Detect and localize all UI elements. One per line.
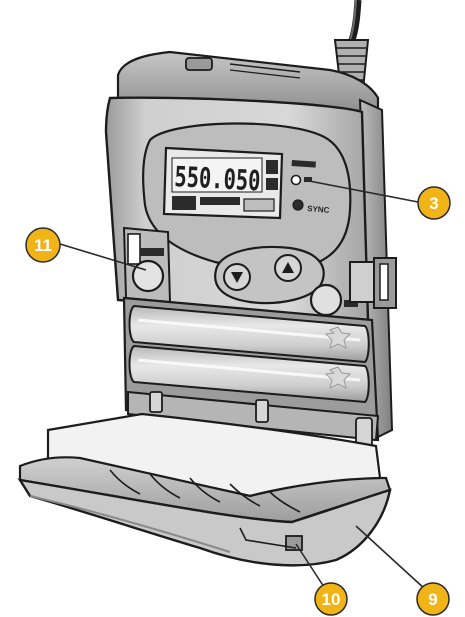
- callout-leaders: [59, 179, 427, 591]
- display-frequency: 550.050: [174, 160, 262, 197]
- callout-11-label: 11: [34, 236, 52, 255]
- callout-3: 3: [417, 186, 451, 220]
- battery-2: [128, 344, 370, 404]
- left-side-button[interactable]: [131, 259, 165, 293]
- down-arrow-icon: [231, 272, 243, 283]
- indicator-panel: SYNC: [290, 160, 330, 215]
- callout-9: 9: [416, 582, 450, 616]
- up-arrow-icon: [282, 262, 294, 273]
- sync-led: [292, 199, 304, 211]
- battery-plus-icon: [324, 366, 352, 389]
- callout-10-label: 10: [322, 590, 341, 609]
- transmitter-body: 550.050 SYNC: [104, 50, 397, 447]
- side-latch: [349, 257, 397, 309]
- callout-11: 11: [25, 227, 61, 263]
- top-control: [185, 57, 213, 71]
- battery-lid[interactable]: [17, 412, 392, 567]
- status-led-upper: [290, 174, 302, 186]
- battery-plus-icon: [324, 326, 352, 349]
- sync-label: SYNC: [307, 204, 330, 215]
- callout-3-label: 3: [429, 194, 438, 213]
- lcd-display: 550.050: [162, 146, 284, 220]
- callout-9-label: 9: [428, 590, 437, 609]
- right-side-button[interactable]: [309, 283, 343, 317]
- callout-10: 10: [314, 582, 348, 616]
- hinge: [127, 390, 380, 447]
- button-pad: [214, 245, 325, 305]
- battery-1: [128, 304, 370, 364]
